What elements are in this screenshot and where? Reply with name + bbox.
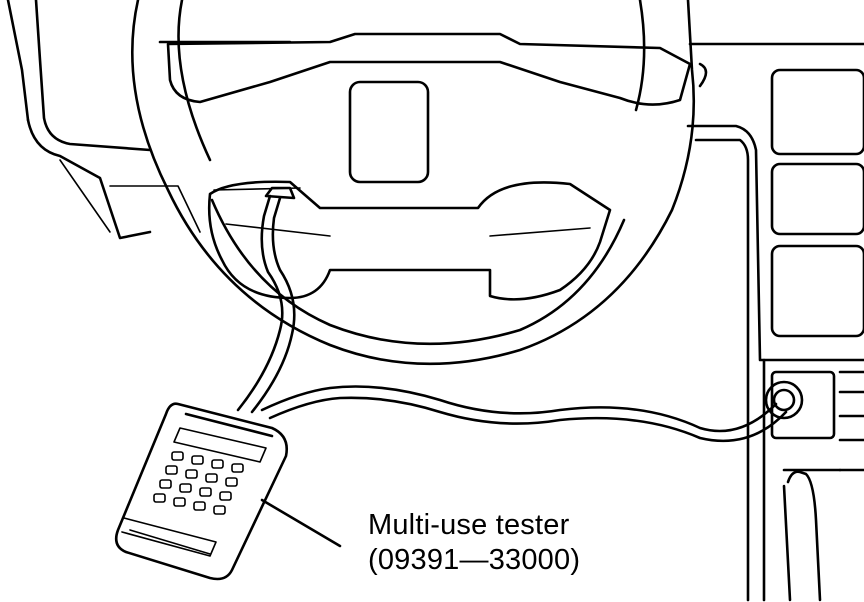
- diagnostic-connector: [764, 370, 836, 440]
- lower-spoke: [207, 180, 612, 301]
- tester-cable: [236, 186, 788, 443]
- dashboard-left-panel: [6, 0, 292, 240]
- tester-name: Multi-use tester: [368, 509, 570, 541]
- callout-leader-line: [260, 498, 342, 548]
- steering-wheel: [131, 0, 696, 366]
- center-console: [686, 42, 864, 602]
- tester-part-number: (09391—33000): [368, 544, 581, 576]
- callout-label: Multi-use tester (09391—33000): [368, 508, 580, 578]
- tester-keypad: [153, 451, 244, 515]
- multi-use-tester-device: [114, 402, 288, 581]
- horn-pad: [166, 32, 692, 184]
